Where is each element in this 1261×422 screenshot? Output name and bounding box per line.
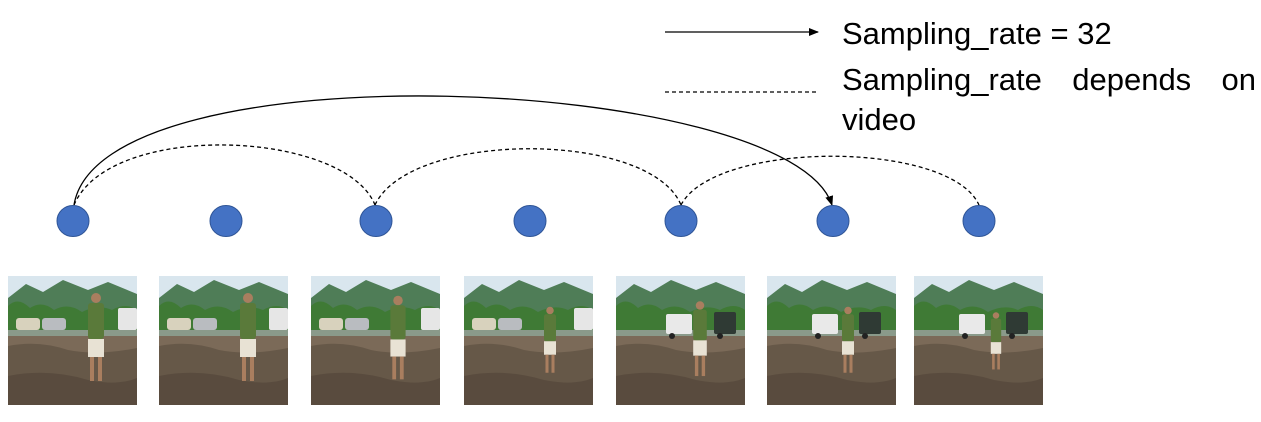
dashed-arc-1	[73, 144, 376, 206]
video-frame-6	[767, 276, 896, 405]
video-frame-2	[159, 276, 288, 405]
node-7	[962, 205, 996, 237]
video-frame-5	[616, 276, 745, 405]
video-frame-3	[311, 276, 440, 405]
video-frame-4	[464, 276, 593, 405]
node-5	[664, 205, 698, 237]
dashed-arc-2	[374, 148, 682, 206]
legend-dashed-label: Sampling_rate depends on video	[842, 62, 1256, 137]
node-2	[209, 205, 243, 237]
node-1	[56, 205, 90, 237]
node-6	[816, 205, 850, 237]
node-4	[513, 205, 547, 237]
dashed-arc-3	[680, 155, 980, 206]
solid-arc-arrow	[73, 95, 833, 206]
legend-solid-label: Sampling_rate = 32	[842, 16, 1112, 51]
video-frame-1	[8, 276, 137, 405]
video-frame-7	[914, 276, 1043, 405]
node-3	[359, 205, 393, 237]
